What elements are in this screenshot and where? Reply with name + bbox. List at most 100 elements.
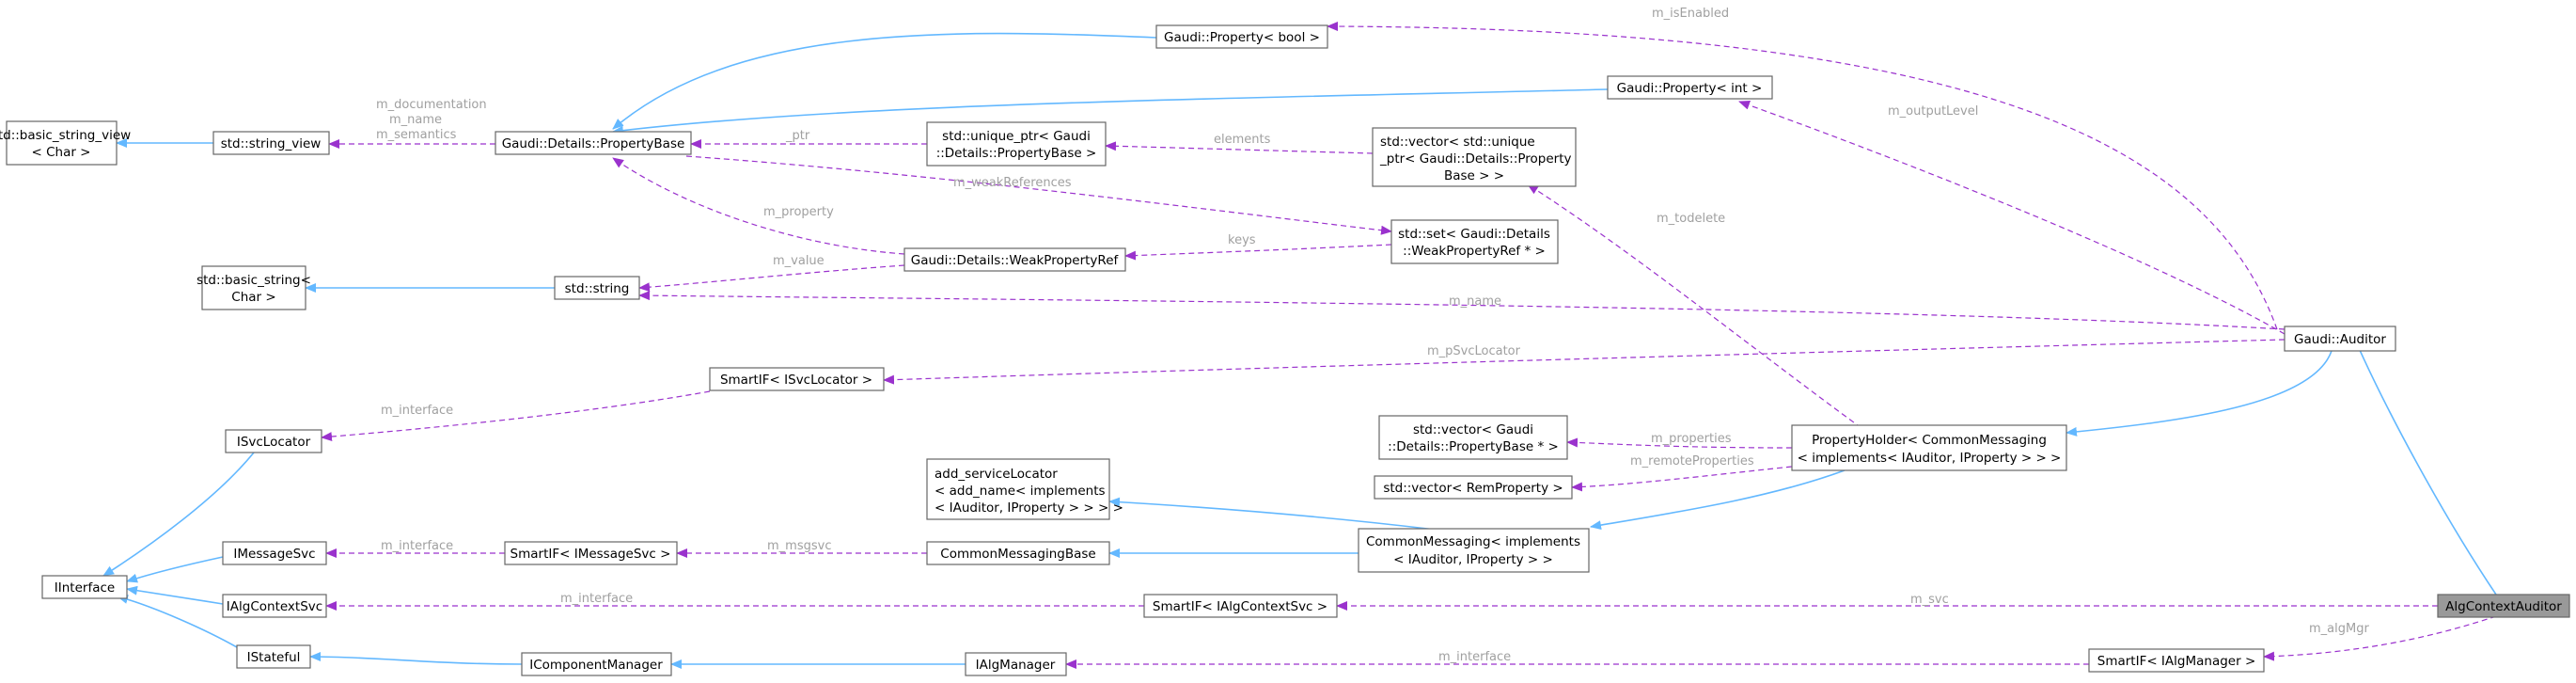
edge-keys [1124,244,1392,261]
edge-m-interface-svcloc [321,390,711,442]
node-label: ::Details::PropertyBase > [936,146,1097,161]
node-label: IAlgContextSvc [227,599,322,614]
label-m-remoteproperties: m_remoteProperties [1630,454,1754,469]
edge-icomponentmanager-to-istateful [309,652,523,665]
edge-m-todelete [1527,183,1862,429]
node-label: std::vector< std::unique [1380,135,1535,150]
edge-istateful-to-iinterface [117,595,238,648]
edge-propertyholder-to-auditor [2066,350,2333,437]
label-ptr: _ptr [785,129,810,143]
node-iinterface[interactable]: IInterface [41,575,128,599]
node-label: < add_name< implements [935,484,1106,499]
edge-addservicelocator-to-commonmessaging [1108,497,1444,532]
edge-ialgcontextsvc-to-iinterface [126,585,224,605]
edge-m-property [612,157,905,255]
node-label: Gaudi::Details::PropertyBase [502,136,685,151]
label-m-name-sv: m_name [389,113,442,127]
label-m-msgsvc: m_msgsvc [767,539,831,553]
node-std-basic-string[interactable]: std::basic_string< Char > [196,265,311,310]
node-label: Gaudi::Auditor [2294,332,2386,347]
node-common-messaging[interactable]: CommonMessaging< implements < IAuditor, … [1358,528,1590,573]
node-label: < IAuditor, IProperty > > [1393,552,1553,567]
node-label: SmartIF< ISvcLocator > [720,373,872,388]
node-label: < implements< IAuditor, IProperty > > > [1798,451,2062,466]
node-label: std::unique_ptr< Gaudi [942,129,1091,144]
label-m-algmgr: m_algMgr [2309,622,2369,636]
edge-m-weakreferences [685,155,1392,235]
edge-propertybase-to-propertyint [612,88,1609,135]
node-label: ISvcLocator [237,435,311,450]
node-label: SmartIF< IAlgContextSvc > [1153,599,1327,614]
label-m-weakreferences: m_weakReferences [953,176,1072,190]
node-common-messaging-base[interactable]: CommonMessagingBase [926,541,1110,565]
node-istateful[interactable]: IStateful [236,644,311,669]
node-smartif-ialgmanager[interactable]: SmartIF< IAlgManager > [2088,648,2265,673]
label-m-interface-svcloc: m_interface [381,404,453,418]
label-m-todelete: m_todelete [1657,212,1725,226]
node-property-bool[interactable]: Gaudi::Property< bool > [1155,24,1328,49]
node-label: ::WeakPropertyRef * > [1403,244,1546,259]
node-gaudi-auditor[interactable]: Gaudi::Auditor [2284,326,2396,352]
node-label: AlgContextAuditor [2445,599,2562,614]
label-m-properties: m_properties [1651,432,1732,446]
node-vector-property-base[interactable]: std::vector< Gaudi ::Details::PropertyBa… [1378,415,1568,460]
label-m-outputlevel: m_outputLevel [1888,104,1978,119]
node-weak-property-ref[interactable]: Gaudi::Details::WeakPropertyRef [903,247,1126,272]
node-label: CommonMessagingBase [940,547,1095,562]
node-isvclocator[interactable]: ISvcLocator [225,429,322,453]
node-smartif-imessagesvc[interactable]: SmartIF< IMessageSvc > [504,541,678,565]
node-label: std::basic_string_view [0,128,131,143]
label-m-svc: m_svc [1910,593,1949,607]
node-label: std::set< Gaudi::Details [1398,227,1550,242]
node-icomponentmanager[interactable]: IComponentManager [521,652,672,676]
node-label: IMessageSvc [233,547,315,562]
node-std-string-view[interactable]: std::string_view [212,131,330,155]
node-label: Gaudi::Property< int > [1617,81,1763,96]
node-ialgcontextsvc[interactable]: IAlgContextSvc [222,594,327,618]
node-label: std::vector< RemProperty > [1383,481,1563,496]
edge-m-value [638,264,905,293]
node-smartif-isvclocator[interactable]: SmartIF< ISvcLocator > [709,367,885,391]
label-keys: keys [1228,233,1256,247]
node-label: Gaudi::Property< bool > [1164,30,1320,45]
node-vector-rem-property[interactable]: std::vector< RemProperty > [1374,475,1573,500]
edge-m-outputlevel [1738,101,2285,335]
node-add-service-locator[interactable]: add_serviceLocator < add_name< implement… [926,458,1123,520]
edge-propertybase-to-propertybool [612,32,1157,130]
node-label: Char > [231,290,275,305]
label-m-name: m_name [1449,294,1501,309]
node-std-basic-string-view[interactable]: std::basic_string_view < Char > [0,120,131,166]
node-label: std::string [565,281,630,296]
node-smartif-ialgcontextsvc[interactable]: SmartIF< IAlgContextSvc > [1143,594,1338,618]
node-label: std::string_view [221,136,322,151]
node-set-weak-ref[interactable]: std::set< Gaudi::Details ::WeakPropertyR… [1390,219,1559,264]
edge-m-isenabled [1327,22,2278,330]
node-label: < Char > [31,145,90,160]
node-property-holder[interactable]: PropertyHolder< CommonMessaging < implem… [1791,424,2067,471]
label-m-documentation: m_documentation [376,98,487,112]
edge-m-remoteproperties [1571,466,1793,492]
node-alg-context-auditor[interactable]: AlgContextAuditor [2437,594,2570,618]
node-vector-unique-ptr[interactable]: std::vector< std::unique _ptr< Gaudi::De… [1372,127,1577,187]
node-label: SmartIF< IAlgManager > [2097,654,2256,669]
node-ialgmanager[interactable]: IAlgManager [965,652,1067,676]
node-label: PropertyHolder< CommonMessaging [1812,433,2047,448]
edge-commonmessaging-to-propertyholder [1590,469,1846,531]
node-label: std::vector< Gaudi [1413,422,1533,437]
node-unique-ptr[interactable]: std::unique_ptr< Gaudi ::Details::Proper… [926,121,1107,167]
label-m-interface-algmgr: m_interface [1438,650,1511,664]
node-label: IStateful [247,650,301,665]
edge-imessagesvc-to-iinterface [126,556,224,583]
node-std-string[interactable]: std::string [554,276,640,300]
edge-isvclocator-to-iinterface [102,452,255,577]
node-imessagesvc[interactable]: IMessageSvc [222,541,327,565]
node-property-base[interactable]: Gaudi::Details::PropertyBase [495,131,692,155]
label-m-interface-algctx: m_interface [560,592,633,606]
label-elements: elements [1214,133,1271,147]
edge-elements [1105,141,1374,154]
edge-m-psvclocator [883,339,2285,385]
edge-auditor-to-algcontextauditor [2354,339,2497,596]
node-label: CommonMessaging< implements [1366,534,1580,549]
node-property-int[interactable]: Gaudi::Property< int > [1607,75,1773,100]
